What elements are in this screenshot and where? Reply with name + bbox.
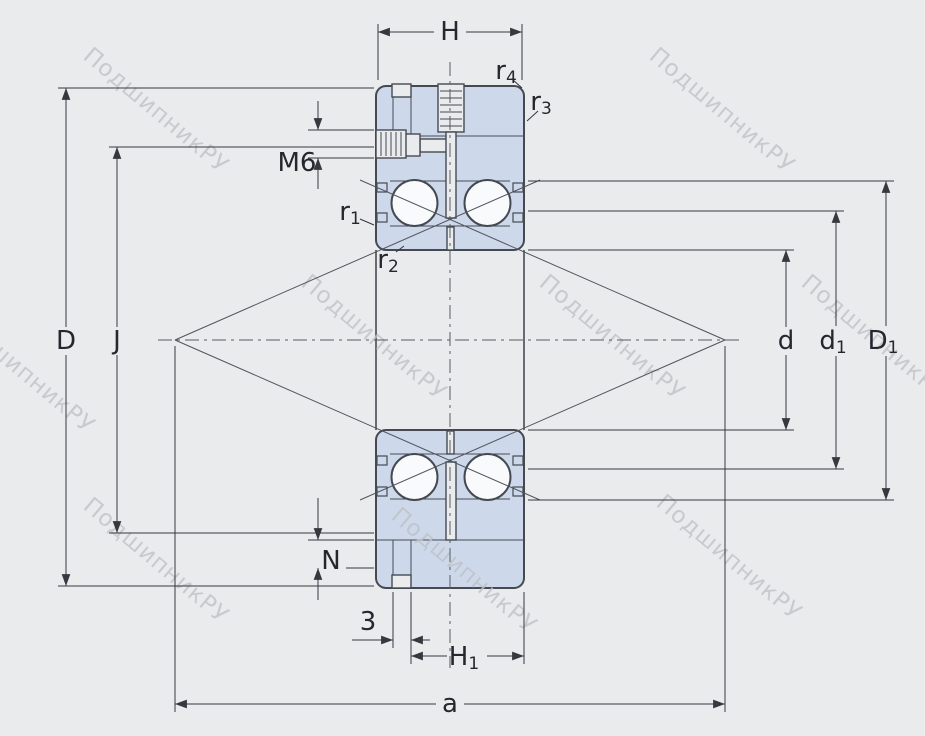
mounting-notch-top (391, 83, 412, 98)
label-H1: H1 (449, 642, 479, 674)
lube-channel-bottom (445, 461, 457, 541)
label-D1: D1 (868, 326, 899, 358)
radius-leaders (359, 78, 539, 253)
label-r2: r2 (377, 245, 399, 277)
label-J: J (111, 326, 121, 356)
lube-channel-top (445, 131, 457, 219)
label-M6: M6 (278, 148, 317, 178)
label-r1: r1 (339, 197, 361, 229)
mounting-notch-bottom (391, 574, 412, 589)
label-slot-width: 3 (360, 607, 377, 637)
threaded-hole-top (437, 83, 465, 133)
label-d1: d1 (819, 326, 846, 358)
label-r3: r3 (530, 87, 552, 119)
bearing-bottom-section (375, 429, 525, 589)
label-D: D (56, 326, 76, 356)
label-d: d (778, 326, 795, 356)
ball-top-left (390, 179, 439, 227)
label-r4: r4 (495, 56, 517, 88)
centerlines (158, 62, 744, 668)
ball-bottom-left (390, 453, 439, 501)
label-H: H (440, 17, 460, 47)
label-a: a (442, 689, 458, 719)
extension-lines (58, 24, 894, 712)
bearing-top-section (375, 83, 525, 251)
contact-angle-lines (174, 179, 726, 501)
seals-bottom (376, 455, 524, 497)
labels: H D J d d1 D1 a H1 3 M6 N r4 r3 r1 r2 (56, 17, 898, 719)
label-N: N (321, 546, 340, 576)
